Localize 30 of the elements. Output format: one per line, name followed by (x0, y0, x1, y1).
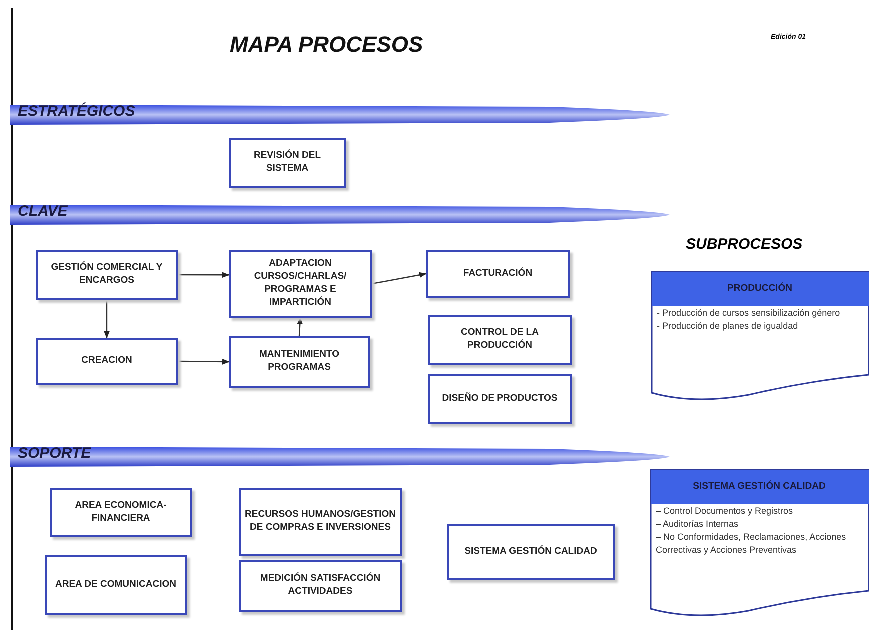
process-box: MEDICIÓN SATISFACCIÓN ACTIVIDADES (239, 560, 402, 612)
diagram-title: MAPA PROCESOS (230, 32, 424, 58)
process-box: AREA DE COMUNICACION (45, 555, 187, 615)
arrow (104, 300, 110, 339)
bullet-text: – Auditorías Internas (656, 518, 740, 532)
arrow (372, 272, 427, 285)
arrow (297, 317, 304, 336)
section-heading: SUBPROCESOS (686, 236, 803, 253)
process-box: FACTURACIÓN (426, 250, 570, 298)
arrow (178, 359, 230, 365)
band-title: ESTRATÉGICOS (18, 103, 136, 120)
process-box: SISTEMA GESTIÓN CALIDAD (447, 524, 615, 580)
process-box: REVISIÓN DEL SISTEMA (229, 138, 346, 188)
document-header: SISTEMA GESTIÓN CALIDAD (692, 480, 827, 494)
process-box: DISEÑO DE PRODUCTOS (428, 374, 572, 424)
process-box: AREA ECONOMICA-FINANCIERA (50, 488, 192, 537)
process-box: GESTIÓN COMERCIAL Y ENCARGOS (36, 250, 178, 300)
band-title: SOPORTE (18, 445, 92, 462)
process-box: CONTROL DE LA PRODUCCIÓN (428, 315, 572, 365)
document-header: PRODUCCIÓN (726, 282, 794, 296)
arrow (178, 272, 230, 278)
bullet-text: - Producción de planes de igualdad (657, 320, 800, 334)
process-box: RECURSOS HUMANOS/GESTION DE COMPRAS E INVERSIONES (239, 488, 402, 556)
band-title: CLAVE (18, 203, 68, 220)
process-box: CREACION (36, 338, 178, 385)
process-box: ADAPTACION CURSOS/CHARLAS/ PROGRAMAS E IMPARTICIÓN (229, 250, 372, 318)
bullet-text: - Producción de cursos sensibilización género (657, 307, 842, 320)
bullet-text: – Control Documentos y Registros (656, 505, 794, 518)
bullet-text: – No Conformidades, Reclamaciones, Acciones Correctivas y Acciones Preventivas (656, 531, 848, 558)
process-box: MANTENIMIENTO PROGRAMAS (229, 336, 370, 388)
